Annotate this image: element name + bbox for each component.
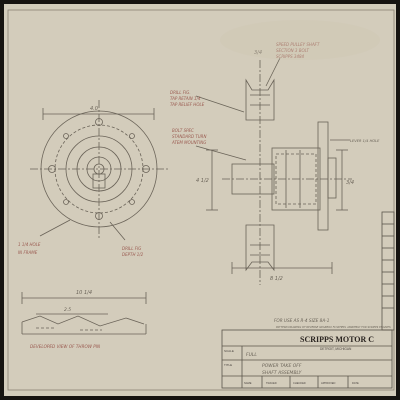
note-top-right-3: SCRIPPS 3484 bbox=[276, 54, 305, 59]
title-label: TITLE bbox=[224, 363, 232, 367]
dim-top-left: 4.0 bbox=[90, 106, 98, 112]
title-line-2: SHAFT ASSEMBLY bbox=[262, 370, 303, 376]
col-label-date: DATE bbox=[352, 381, 359, 385]
note-top-right-1: SPEED PULLEY SHAFT bbox=[276, 42, 320, 47]
fine-print: PATTERN DRAWING OF REVERSE GEARBOX FLYWH… bbox=[276, 325, 391, 329]
col-label-traced: TRACED bbox=[266, 381, 277, 385]
developed-view-label: DEVELOPED VIEW OF THROW PIN bbox=[30, 344, 101, 349]
col-label-checked: CHECKED bbox=[293, 381, 306, 385]
scale-label: SCALE bbox=[224, 349, 234, 353]
note-top-right-2: SECTION 3 BOLT bbox=[276, 48, 310, 53]
title-block bbox=[221, 211, 395, 389]
cast-flange-note-1: LEVER 1/4 HOLE bbox=[350, 139, 380, 143]
pulley-section-view bbox=[195, 57, 352, 285]
scale-value: FULL bbox=[246, 352, 257, 358]
company-address: DETROIT, MICHIGAN bbox=[320, 347, 352, 351]
bolt-note-2: STANDARD TURN bbox=[172, 134, 206, 139]
col-label-name: NAME bbox=[244, 381, 252, 385]
drill-note-3: TAP RELIEF HOLE bbox=[170, 102, 205, 107]
bottom-mid-note-1: DRILL FIG bbox=[122, 246, 141, 251]
dev-inner-dim: 2.5 bbox=[64, 307, 71, 313]
bottom-left-note-1: 1 1/4 HOLE bbox=[18, 242, 41, 247]
dev-width-dim: 10 1/4 bbox=[76, 290, 92, 296]
bolt-note-1: BOLT SPEC bbox=[172, 128, 194, 133]
dim-vert-left: 4 1/2 bbox=[196, 178, 209, 184]
flange-front-view bbox=[30, 100, 168, 241]
bolt-note-3: ATEM MOUNTING bbox=[171, 140, 206, 145]
col-label-approved: APPROVED bbox=[321, 381, 336, 385]
dim-top-center: 3/4 bbox=[254, 50, 262, 56]
for-use-note: FOR USE AS R-4 SIZE 8A-1 bbox=[274, 318, 330, 323]
dim-right: 3/4 bbox=[346, 180, 354, 186]
dim-bottom-width: 8 1/2 bbox=[270, 276, 283, 282]
developed-view bbox=[21, 292, 147, 335]
drill-note-2: TAP RETAIN 1/4 bbox=[170, 96, 201, 101]
paper bbox=[4, 4, 396, 396]
company-name: SCRIPPS MOTOR C bbox=[300, 335, 374, 344]
bottom-mid-note-2: DEPTH 1/2 bbox=[122, 252, 144, 257]
drill-note-1: DRILL FIG. bbox=[170, 90, 191, 95]
paper-stain bbox=[220, 20, 380, 60]
title-line-1: POWER TAKE OFF bbox=[262, 363, 302, 369]
bottom-left-note-2: IN FRAME bbox=[18, 250, 38, 255]
drawing-border bbox=[7, 9, 395, 391]
